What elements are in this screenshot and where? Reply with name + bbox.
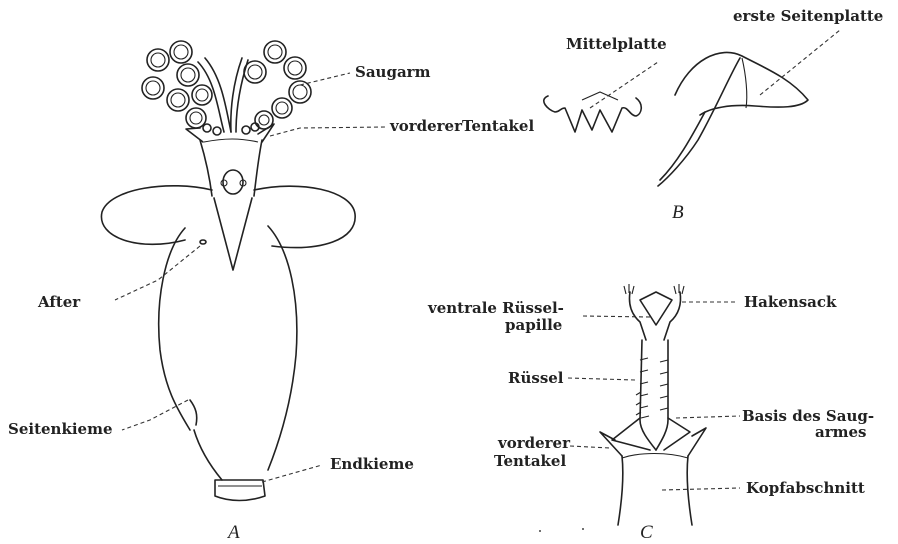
lateral-gill-bump	[190, 400, 197, 425]
anus-opening	[200, 240, 206, 244]
label-ventrale-line2: papille	[505, 316, 562, 334]
trunk-right-edge	[268, 226, 297, 470]
right-sucker-arm	[231, 41, 311, 132]
label-seitenkieme: Seitenkieme	[8, 420, 113, 438]
right-anterior-tentacle	[258, 124, 274, 142]
label-endkieme: Endkieme	[330, 455, 414, 473]
label-after: After	[37, 293, 81, 311]
label-ruessel: Rüssel	[508, 369, 564, 387]
label-basis-line2: armes	[815, 423, 866, 441]
label-vorderer-line2: Tentakel	[494, 452, 566, 470]
label-vorderer-tentakel-a: vordererTentakel	[389, 117, 534, 135]
figure-letter-c: C	[640, 522, 653, 543]
seitenplatte-body	[675, 52, 808, 115]
hakensack-left	[629, 292, 646, 340]
right-fin	[254, 186, 355, 247]
trunk-lower-left	[194, 430, 222, 480]
figure-c-leaders	[568, 302, 740, 490]
speck	[539, 530, 541, 532]
central-spike	[214, 198, 252, 270]
trunk-left-edge	[159, 228, 190, 430]
label-saugarm: Saugarm	[355, 63, 431, 81]
label-erste-seitenplatte: erste Seitenplatte	[733, 7, 883, 25]
left-fin	[101, 186, 212, 245]
head-right-edge	[254, 140, 262, 196]
hakensack-right	[664, 292, 681, 340]
figure-b-drawing	[544, 52, 808, 186]
kopfabschnitt-right	[687, 456, 692, 525]
ventral-papilla	[640, 292, 672, 325]
figure-a-drawing	[101, 41, 355, 501]
figure-letter-b: B	[672, 202, 684, 223]
label-vorderer-line1: vorderer	[497, 434, 571, 452]
kopfabschnitt-left	[618, 456, 623, 525]
label-mittelplatte: Mittelplatte	[566, 35, 667, 53]
label-kopfabschnitt: Kopfabschnitt	[746, 479, 865, 497]
label-hakensack: Hakensack	[744, 293, 837, 311]
seitenplatte-hook-inner	[660, 112, 705, 180]
speck	[582, 528, 584, 530]
figure-a-leaders	[115, 73, 385, 482]
head-top-edge	[204, 139, 258, 142]
kopfabschnitt-top	[622, 454, 688, 459]
left-sucker-arm	[142, 41, 231, 132]
mittelplatte-shape	[544, 96, 641, 132]
figure-letter-a: A	[226, 522, 240, 543]
end-gill	[215, 480, 265, 501]
ruessel-right	[656, 340, 668, 450]
label-ventrale-line1: ventrale Rüssel-	[427, 299, 564, 317]
